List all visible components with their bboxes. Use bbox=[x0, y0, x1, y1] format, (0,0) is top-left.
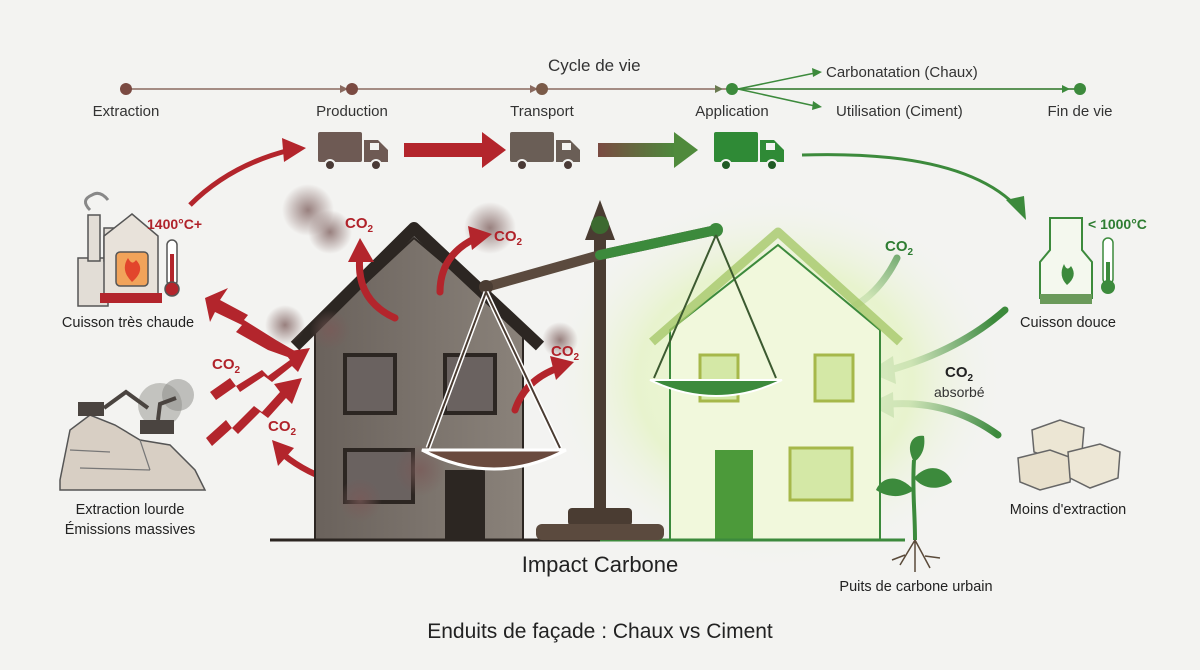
kiln-hot-caption: Cuisson très chaude bbox=[61, 315, 195, 331]
kiln-mild-caption: Cuisson douce bbox=[1020, 315, 1116, 331]
step-application: Application bbox=[695, 103, 769, 120]
quarry-caption-line2: Émissions massives bbox=[64, 522, 196, 538]
cement-house bbox=[290, 222, 545, 541]
truck-icon bbox=[318, 132, 388, 171]
flow-arrows bbox=[188, 132, 1026, 220]
balance-scale bbox=[421, 200, 783, 540]
timeline bbox=[120, 68, 1086, 110]
timeline-title: Cycle de vie bbox=[548, 56, 641, 75]
center-label: Impact Carbone bbox=[521, 552, 679, 577]
temp-mild-label: < 1000°C bbox=[1088, 216, 1147, 232]
stones-caption: Moins d'extraction bbox=[1009, 502, 1127, 518]
co2-label: CO2 bbox=[212, 356, 241, 376]
co2-label: CO2 bbox=[268, 418, 297, 438]
step-fin-de-vie: Fin de vie bbox=[1047, 103, 1113, 120]
timeline-node-application bbox=[726, 83, 738, 95]
absorbed-label: absorbé bbox=[934, 384, 985, 400]
step-transport: Transport bbox=[510, 103, 574, 120]
quarry-caption-line1: Extraction lourde bbox=[75, 502, 185, 518]
smoke-clouds bbox=[265, 184, 578, 358]
plant-caption: Puits de carbone urbain bbox=[839, 579, 993, 595]
truck-icon bbox=[510, 132, 580, 171]
co2-label: CO2 bbox=[945, 364, 974, 384]
gentle-kiln-icon bbox=[1039, 217, 1093, 304]
sprout-icon bbox=[876, 435, 952, 572]
limestone-blocks-icon bbox=[1017, 419, 1121, 491]
co2-label: CO2 bbox=[494, 228, 523, 248]
timeline-node-transport bbox=[536, 83, 548, 95]
co2-label: CO2 bbox=[345, 215, 374, 235]
timeline-node-production bbox=[346, 83, 358, 95]
temp-hot-label: 1400°C+ bbox=[147, 216, 203, 232]
step-production: Production bbox=[316, 103, 388, 120]
quarry-excavator-icon bbox=[59, 379, 207, 491]
co2-label: CO2 bbox=[551, 343, 580, 363]
thermometer-mild-icon bbox=[1101, 237, 1115, 294]
branch-carbonatation: Carbonatation (Chaux) bbox=[826, 64, 978, 81]
timeline-node-extraction bbox=[120, 83, 132, 95]
thermometer-hot-icon bbox=[164, 239, 180, 297]
step-extraction: Extraction bbox=[92, 103, 160, 120]
branch-utilisation: Utilisation (Ciment) bbox=[836, 103, 963, 120]
page-title: Enduits de façade : Chaux vs Ciment bbox=[427, 620, 773, 643]
truck-icon bbox=[714, 132, 784, 171]
kiln-factory-icon bbox=[77, 191, 162, 307]
co2-label: CO2 bbox=[885, 238, 914, 258]
timeline-node-fin-de-vie bbox=[1074, 83, 1086, 95]
